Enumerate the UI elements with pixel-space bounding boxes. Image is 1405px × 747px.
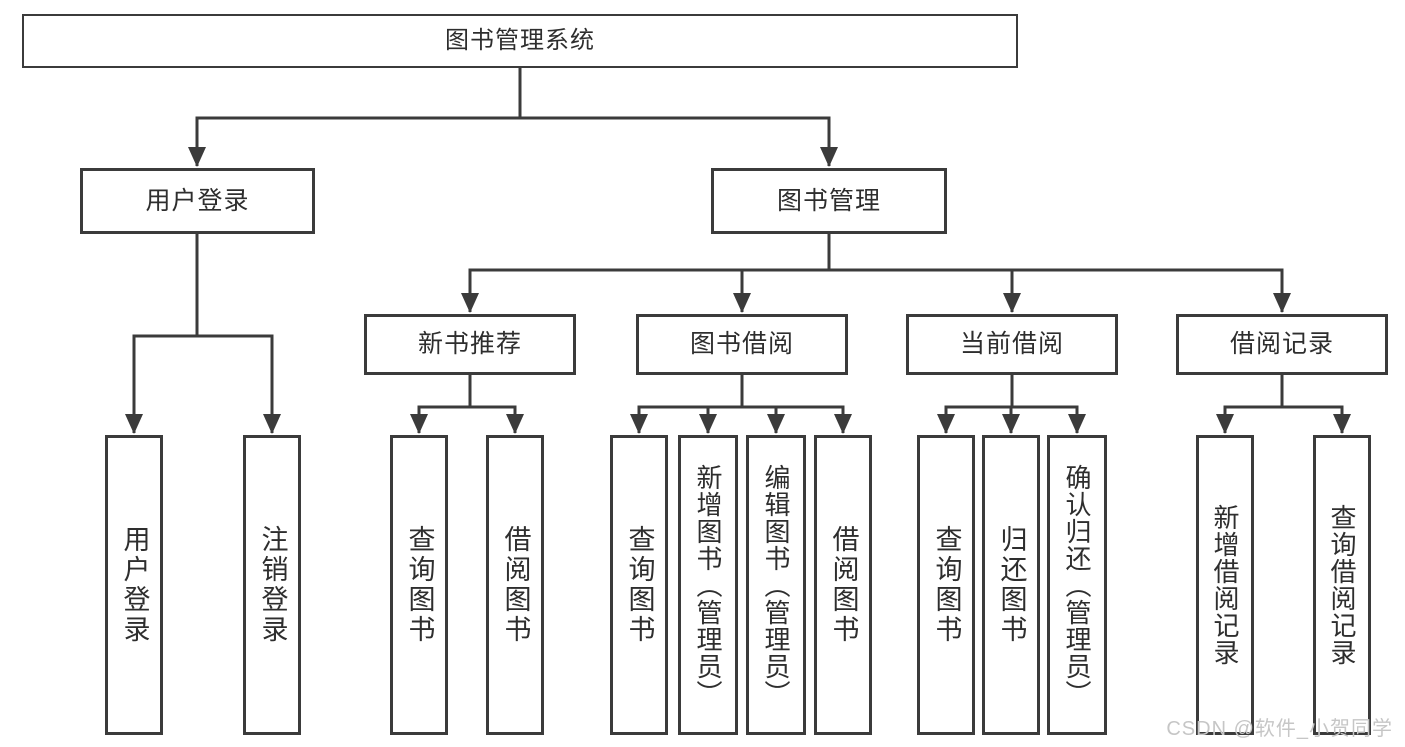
- node-leaf-query-books-1: 查询图书: [390, 435, 448, 735]
- node-label: 新增图书（管理员）: [693, 463, 723, 707]
- node-label: 新书推荐: [417, 330, 522, 358]
- node-label: 注销登录: [257, 525, 288, 645]
- node-label: 新增借阅记录: [1210, 504, 1240, 666]
- node-user-login: 用户登录: [80, 168, 315, 234]
- node-new-book-recommend: 新书推荐: [364, 314, 576, 375]
- node-label: 图书借阅: [689, 330, 794, 358]
- node-borrow-records: 借阅记录: [1176, 314, 1388, 375]
- node-label: 查询借阅记录: [1327, 504, 1357, 666]
- node-label: 用户登录: [145, 186, 250, 215]
- node-label: 查询图书: [624, 525, 655, 645]
- node-leaf-user-login: 用户登录: [105, 435, 163, 735]
- node-label: 编辑图书（管理员）: [761, 463, 791, 707]
- node-book-management: 图书管理: [711, 168, 947, 234]
- node-leaf-add-books-admin: 新增图书（管理员）: [678, 435, 738, 735]
- node-library-management-system: 图书管理系统: [22, 14, 1018, 68]
- node-leaf-return-books: 归还图书: [982, 435, 1040, 735]
- watermark: CSDN @软件_小贺同学: [1166, 718, 1393, 740]
- node-label: 归还图书: [996, 525, 1027, 645]
- node-label: 图书管理系统: [445, 27, 595, 54]
- node-book-borrow: 图书借阅: [636, 314, 848, 375]
- node-label: 当前借阅: [959, 330, 1064, 358]
- node-leaf-add-borrow-record: 新增借阅记录: [1196, 435, 1254, 735]
- node-label: 确认归还（管理员）: [1062, 463, 1092, 707]
- node-leaf-query-books-3: 查询图书: [917, 435, 975, 735]
- node-current-borrow: 当前借阅: [906, 314, 1118, 375]
- node-label: 借阅图书: [828, 525, 859, 645]
- node-leaf-borrow-books-1: 借阅图书: [486, 435, 544, 735]
- node-label: 查询图书: [931, 525, 962, 645]
- node-label: 图书管理: [776, 186, 881, 215]
- node-leaf-confirm-return-admin: 确认归还（管理员）: [1047, 435, 1107, 735]
- node-leaf-logout: 注销登录: [243, 435, 301, 735]
- node-leaf-query-borrow-record: 查询借阅记录: [1313, 435, 1371, 735]
- node-label: 借阅记录: [1229, 330, 1334, 358]
- node-leaf-edit-books-admin: 编辑图书（管理员）: [746, 435, 806, 735]
- node-leaf-borrow-books-2: 借阅图书: [814, 435, 872, 735]
- node-leaf-query-books-2: 查询图书: [610, 435, 668, 735]
- node-label: 查询图书: [404, 525, 435, 645]
- node-label: 借阅图书: [500, 525, 531, 645]
- node-label: 用户登录: [119, 525, 150, 645]
